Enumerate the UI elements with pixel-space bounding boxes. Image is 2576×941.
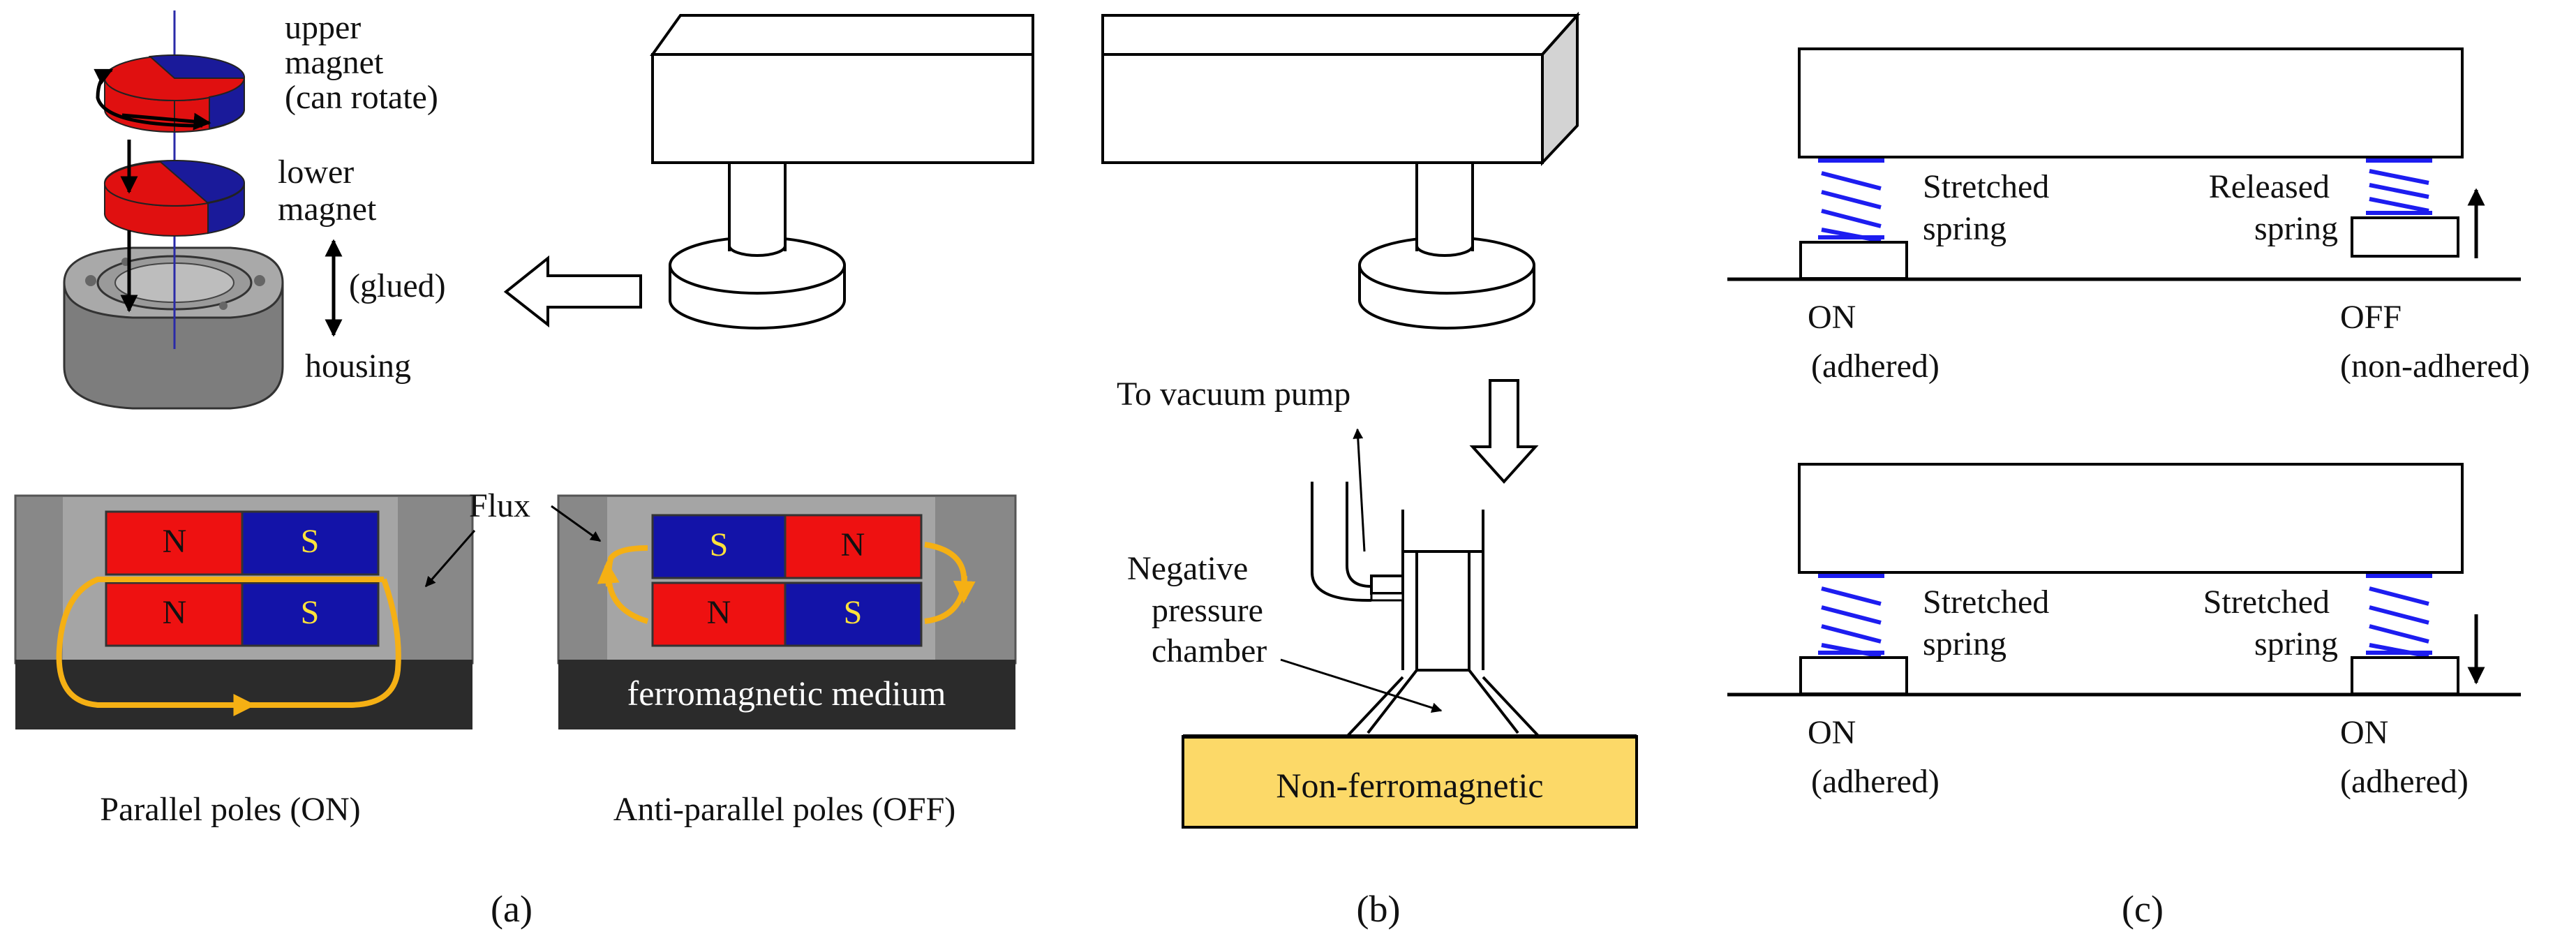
pole-label: N xyxy=(707,594,731,631)
state-label: ON (adhered) xyxy=(1808,714,1940,800)
vacuum-foot xyxy=(1358,161,1535,329)
state-label: ON (adhered) xyxy=(2340,714,2469,800)
panel-label-a: (a) xyxy=(491,888,533,930)
magnetic-foot xyxy=(669,161,846,329)
magnet-assembly-on: N S N S xyxy=(14,494,474,729)
spring-coil xyxy=(2366,158,2432,215)
flux-path-on xyxy=(56,577,401,708)
panel-label-b: (b) xyxy=(1357,888,1401,930)
spring-label: Stretched spring xyxy=(2203,584,2338,662)
spring-label: Stretched spring xyxy=(1923,584,2057,662)
state-label: ON (adhered) xyxy=(1808,299,1940,385)
suction-cup xyxy=(1346,510,1540,738)
caption-anti-parallel-poles: Anti-parallel poles (OFF) xyxy=(613,791,956,828)
state-label: OFF (non-adhered) xyxy=(2340,299,2530,385)
vacuum-pump-label: To vacuum pump xyxy=(1117,376,1350,413)
hollow-arrow-down xyxy=(1469,379,1539,484)
spring-label: Stretched spring xyxy=(1923,168,2057,247)
foot-pad xyxy=(2351,216,2459,258)
robot-body xyxy=(503,7,1581,484)
rotation-arrow xyxy=(94,68,203,128)
foot-pad xyxy=(2351,656,2459,695)
foot-pad xyxy=(1799,656,1908,695)
spring-coil xyxy=(2366,574,2432,658)
pole-label: N xyxy=(841,526,865,563)
foot-pad xyxy=(1799,241,1908,280)
panel-a: upper magnet (can rotate) lower magnet (… xyxy=(14,9,1017,930)
pole-label: N xyxy=(163,594,187,631)
spring-label: Released spring xyxy=(2209,168,2338,247)
vacuum-tube xyxy=(1311,482,1372,602)
surface-label: Non-ferromagnetic xyxy=(1276,766,1543,805)
panel-b: To vacuum pump Negative pressure chamber… xyxy=(1117,376,1638,930)
non-ferromagnetic-surface xyxy=(1182,735,1638,829)
scenario-bottom: Stretched spring Stretched spring ON (ad… xyxy=(1727,463,2521,800)
spring-coil xyxy=(1818,158,1884,243)
pole-label: S xyxy=(301,594,320,631)
housing-label: housing xyxy=(305,348,411,385)
panel-label-c: (c) xyxy=(2122,888,2164,930)
upper-magnet-label: upper magnet (can rotate) xyxy=(285,9,438,116)
hollow-arrow-left xyxy=(503,255,642,328)
glued-label: (glued) xyxy=(349,267,446,304)
magnet-assembly-off: S N N S ferromagnetic medium xyxy=(557,494,1017,729)
pole-label: N xyxy=(163,523,187,560)
pole-label: S xyxy=(710,526,729,563)
lower-magnet-label: lower magnet xyxy=(278,154,377,228)
panel-c: Stretched spring Released spring ON (adh… xyxy=(1727,47,2530,930)
flux-label: Flux xyxy=(469,487,530,524)
pole-label: S xyxy=(844,594,863,631)
pole-label: S xyxy=(301,523,320,560)
chamber-label: Negative pressure chamber xyxy=(1127,550,1272,669)
medium-label: ferromagnetic medium xyxy=(627,674,946,713)
scenario-top: Stretched spring Released spring ON (adh… xyxy=(1727,47,2530,385)
spring-coil xyxy=(1818,574,1884,658)
lower-magnet-disc xyxy=(103,160,246,237)
caption-parallel-poles: Parallel poles (ON) xyxy=(100,791,360,828)
